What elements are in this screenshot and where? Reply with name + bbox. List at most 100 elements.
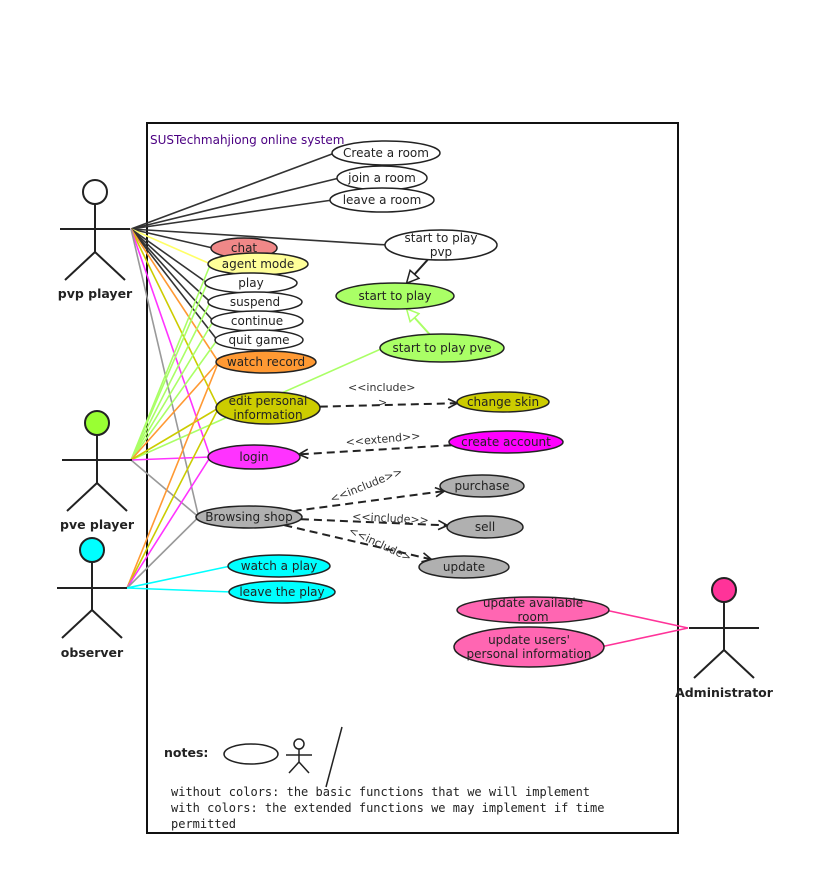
association-pvp-continue (130, 228, 214, 322)
association-pvp-quit-game (130, 228, 218, 341)
association-observer-watch-record (126, 361, 220, 589)
usecase-update-users: update users'personal information (453, 626, 605, 668)
usecase-ellipse (456, 596, 610, 624)
actor-head (711, 577, 737, 603)
usecase-start-to-play: start to play (335, 282, 455, 310)
association-pvp-login (130, 228, 212, 458)
usecase-continue: continue (210, 310, 304, 332)
actor-leg-right (723, 649, 755, 679)
association-pvp-agent-mode (130, 228, 211, 265)
actor-pve (62, 410, 132, 512)
association-pvp-leave-room (130, 199, 333, 230)
usecase-play: play (204, 272, 298, 294)
usecase-label: Create a room (343, 146, 429, 160)
actor-leg-right (94, 251, 126, 281)
usecase-create-account: create account (448, 430, 564, 454)
usecase-label: pvp (430, 245, 452, 259)
association-admin-update-room (605, 609, 689, 629)
usecase-change-skin: change skin (456, 391, 550, 413)
usecase-label: start to play pve (393, 341, 492, 355)
usecase-join-room: join a room (336, 165, 428, 191)
association-lines (126, 152, 689, 648)
usecase-watch-play: watch a play (227, 554, 331, 578)
usecase-label: quit game (228, 333, 289, 347)
usecase-ellipse (453, 626, 605, 668)
actor-leg-left (61, 609, 93, 639)
usecase-ellipse (329, 187, 435, 213)
notes-legend: notes: without colors: the basic functio… (164, 726, 604, 831)
system-title: SUSTechmahjiong online system (150, 133, 344, 147)
usecase-label: change skin (467, 395, 539, 409)
usecase-label: play (238, 276, 263, 290)
actor-head (84, 410, 110, 436)
association-pvp-start-pvp (130, 228, 388, 246)
generalization-pvp-line (407, 258, 429, 284)
actor-leg-right (91, 609, 123, 639)
usecase-ellipse (418, 555, 510, 579)
notes-line-1: without colors: the basic functions that… (171, 785, 590, 799)
usecase-ellipse (335, 282, 455, 310)
actor-head (79, 537, 105, 563)
actor-admin (689, 577, 759, 679)
association-pve-edit-info (130, 407, 220, 461)
usecase-label: watch record (227, 355, 305, 369)
usecase-ellipse (456, 391, 550, 413)
notes-line-symbol (325, 726, 343, 788)
include-label-update: <<include> (347, 524, 414, 564)
usecase-ellipse (214, 329, 304, 351)
usecase-quit-game: quit game (214, 329, 304, 351)
usecase-label: start to play (358, 289, 431, 303)
usecase-sell: sell (446, 515, 524, 539)
association-pve-login (130, 456, 211, 461)
association-pve-quit-game (130, 339, 218, 461)
usecase-label: chat (231, 241, 258, 255)
actor-label-admin: Administrator (675, 685, 774, 700)
usecase-label: room (517, 610, 548, 624)
actor-head (82, 179, 108, 205)
include-label-purchase: <<include>> (328, 465, 404, 506)
usecase-purchase: purchase (439, 474, 525, 498)
usecase-create-room: Create a room (331, 140, 441, 166)
actor-label-pve: pve player (60, 517, 135, 532)
notes-actor-symbol (286, 738, 312, 774)
actor-observer (57, 537, 127, 639)
include-purchase-line (293, 491, 445, 513)
notes-line-3: permitted (171, 817, 236, 831)
usecase-label: update users' (488, 633, 570, 647)
association-pvp-chat (130, 228, 213, 249)
actor-leg-left (693, 649, 725, 679)
usecase-watch-record: watch record (215, 350, 317, 374)
usecase-ellipse (228, 580, 336, 604)
include-label-skin: <<include> (348, 381, 416, 394)
include-label-skin-tail: > (378, 396, 387, 409)
usecase-leave-play: leave the play (228, 580, 336, 604)
actor-label-observer: observer (61, 645, 124, 660)
usecase-agent-mode: agent mode (207, 252, 309, 276)
usecase-label: agent mode (222, 257, 295, 271)
actor-pvp (60, 179, 130, 281)
usecase-ellipse (379, 333, 505, 363)
include-skin-line (319, 403, 457, 407)
usecase-label: watch a play (241, 559, 317, 573)
usecase-label: sell (475, 520, 495, 534)
usecase-ellipse (448, 430, 564, 454)
usecase-label: create account (461, 435, 551, 449)
association-pvp-play (130, 228, 208, 284)
usecase-leave-room: leave a room (329, 187, 435, 213)
extend-label-account: <<extend>> (345, 430, 421, 449)
usecase-label: join a room (347, 171, 416, 185)
usecase-chat: chat (210, 237, 278, 259)
association-pve-watch-record (130, 361, 220, 461)
usecase-ellipse (439, 474, 525, 498)
usecase-ellipse (227, 554, 331, 578)
usecase-label: leave a room (343, 193, 422, 207)
association-pvp-suspend (130, 228, 211, 303)
association-pve-browsing-shop (130, 459, 200, 518)
association-pve-suspend (130, 301, 212, 461)
usecase-label: suspend (230, 295, 280, 309)
usecase-label: start to play (404, 231, 477, 245)
use-cases: Create a room join a room leave a room star… (195, 140, 610, 668)
